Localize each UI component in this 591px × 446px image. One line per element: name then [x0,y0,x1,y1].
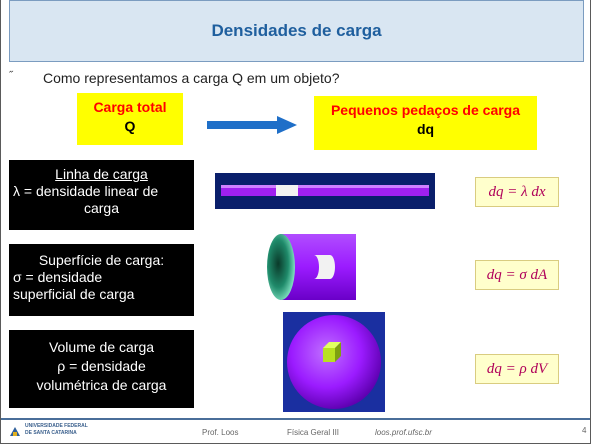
footer-course: Física Geral III [287,428,340,437]
volume-formula: dq = ρ dV [475,354,559,384]
cylinder-surface-illustration [267,234,356,300]
linear-formula: dq = λ dx [475,177,559,207]
page-number: 4 [582,426,587,435]
charge-pieces-label: Pequenos pedaços de carga [330,102,521,118]
line-charge-continuation: carga [83,200,120,216]
charge-pieces-symbol: dq [416,121,435,137]
bullet-mark: ˝ [9,70,13,82]
slide-title: Densidades de carga [211,21,382,40]
ufsc-logo-icon [9,426,21,437]
surface-charge-title: Superfície de carga: [38,252,165,268]
footer-site: loos.prof.ufsc.br [375,428,432,437]
surface-charge-box: Superfície de carga: σ = densidade super… [9,244,194,316]
total-charge-symbol: Q [124,118,136,134]
footer-author: Prof. Loos [202,428,239,437]
question-text: Como representamos a carga Q em um objet… [43,70,340,86]
volume-charge-density: ρ = densidade [57,358,146,374]
question-line: ˝ Como representamos a carga Q em um obje… [9,70,339,86]
university-name: UNIVERSIDADE FEDERAL DE SANTA CATARINA [25,423,88,437]
university-line-2: DE SANTA CATARINA [25,430,77,436]
total-charge-label: Carga total [93,99,167,115]
right-arrow-icon [207,116,297,134]
surface-charge-density: σ = densidade [13,269,103,285]
footer: UNIVERSIDADE FEDERAL DE SANTA CATARINA P… [1,418,590,446]
surface-charge-continuation: superficial de carga [13,286,135,302]
charge-pieces-box: Pequenos pedaços de carga dq [314,96,537,150]
line-charge-density: λ = densidade linear de [13,183,159,199]
surface-formula: dq = σ dA [475,260,559,290]
volume-charge-box: Volume de carga ρ = densidade volumétric… [9,330,194,408]
volume-charge-title: Volume de carga [48,339,155,355]
total-charge-box: Carga total Q [77,93,183,145]
line-charge-illustration [215,173,435,209]
line-charge-box: Linha de carga λ = densidade linear de c… [9,160,194,230]
title-bar: Densidades de carga [9,0,584,62]
volume-charge-continuation: volumétrica de carga [36,377,167,393]
university-line-1: UNIVERSIDADE FEDERAL [25,423,88,429]
sphere-volume-illustration [283,312,385,412]
line-charge-title: Linha de carga [55,166,148,182]
